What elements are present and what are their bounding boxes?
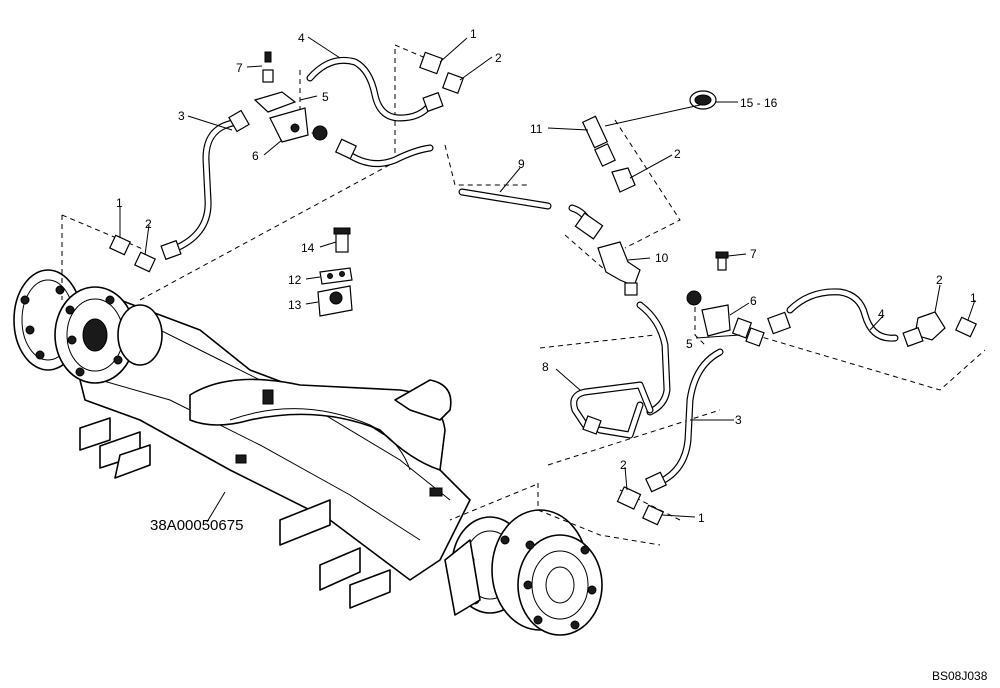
leader-lines [119, 36, 976, 523]
callout-1-bottom: 1 [698, 511, 705, 525]
callout-6-right: 6 [750, 294, 757, 308]
callout-2-left: 2 [145, 217, 152, 231]
callout-14: 14 [301, 241, 315, 255]
callout-1-right: 1 [970, 291, 977, 305]
callout-2-top: 2 [495, 51, 502, 65]
figure-id: BS08J038 [932, 669, 988, 683]
callout-10: 10 [655, 251, 669, 265]
callout-8: 8 [542, 360, 549, 374]
callout-7-right: 7 [750, 247, 757, 261]
callout-1-top: 1 [470, 27, 477, 41]
callout-4-top: 4 [298, 31, 305, 45]
callout-9: 9 [518, 157, 525, 171]
callout-5-left: 5 [322, 90, 329, 104]
callout-4-right: 4 [878, 307, 885, 321]
hose-lines [168, 56, 899, 486]
callout-15-16: 15 - 16 [740, 96, 778, 110]
callout-13: 13 [288, 298, 302, 312]
left-wheel-hub [13, 269, 163, 384]
callout-12: 12 [288, 273, 302, 287]
callout-11: 11 [530, 122, 543, 136]
callout-2-bottom: 2 [620, 458, 627, 472]
axle-part-number: 38A00050675 [150, 517, 243, 534]
callout-7-left: 7 [236, 61, 243, 75]
callout-6-left: 6 [252, 149, 259, 163]
callout-labels: 4 1 2 7 5 3 6 1 2 15 - 16 11 2 9 14 12 1… [116, 27, 988, 683]
callout-2-center: 2 [674, 147, 681, 161]
callout-5-right: 5 [686, 337, 693, 351]
right-wheel-hub [444, 509, 603, 636]
callout-3-right: 3 [735, 413, 742, 427]
axle-assembly [13, 269, 603, 636]
fittings [108, 51, 978, 526]
callout-1-left: 1 [116, 196, 123, 210]
callout-2-right: 2 [936, 273, 943, 287]
callout-3-left: 3 [178, 109, 185, 123]
